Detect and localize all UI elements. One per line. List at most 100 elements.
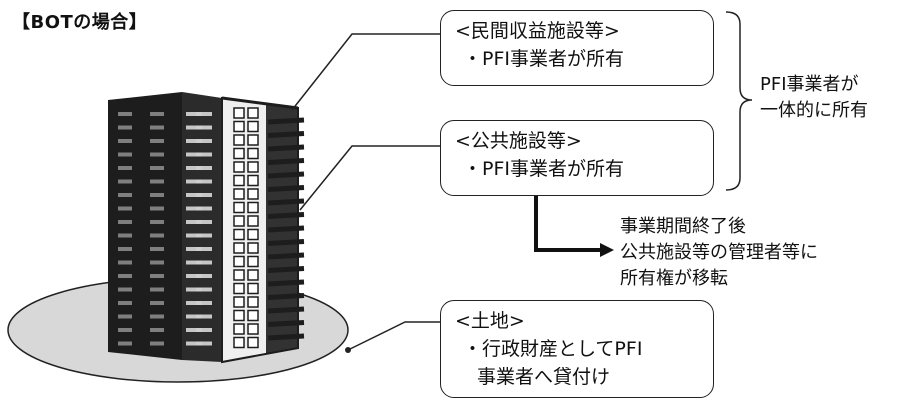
window	[247, 228, 259, 241]
window	[233, 228, 245, 241]
connector-public	[299, 145, 440, 211]
window	[233, 147, 245, 160]
left-window	[118, 274, 132, 278]
left-window	[150, 341, 164, 346]
left-window	[196, 287, 212, 292]
window	[233, 215, 245, 227]
window	[233, 188, 245, 200]
left-window	[150, 247, 164, 251]
left-window	[186, 139, 202, 143]
left-window	[186, 341, 202, 346]
transfer-arrow-head	[600, 243, 614, 257]
left-window	[150, 152, 164, 157]
left-window	[186, 125, 202, 130]
left-window	[196, 328, 212, 332]
window	[247, 296, 259, 308]
left-window	[150, 328, 164, 332]
left-window	[118, 179, 132, 184]
window	[233, 255, 245, 268]
window	[233, 282, 245, 295]
balcony	[267, 239, 305, 246]
right-tower-windows	[233, 107, 259, 349]
left-window	[150, 179, 164, 184]
left-window	[150, 166, 164, 170]
left-window	[118, 341, 132, 346]
left-window	[118, 260, 132, 265]
left-window	[118, 314, 132, 319]
window	[247, 188, 259, 200]
left-window	[118, 152, 132, 157]
left-window	[196, 166, 212, 170]
left-window	[150, 274, 164, 278]
land-lease-line2: 事業者へ貸付け	[477, 366, 611, 388]
left-window	[118, 139, 132, 143]
left-window	[118, 220, 132, 224]
connector-land	[347, 321, 440, 351]
window	[233, 201, 245, 214]
window	[247, 309, 259, 322]
balcony	[267, 212, 305, 219]
window	[247, 120, 259, 133]
left-window	[186, 233, 202, 238]
window	[247, 282, 259, 295]
balcony	[267, 144, 305, 152]
left-window	[150, 220, 164, 224]
balcony	[267, 117, 305, 125]
left-window	[118, 233, 132, 238]
left-window	[150, 139, 164, 143]
balcony	[267, 293, 305, 300]
ownership-note-line1: PFI事業者が	[760, 74, 859, 95]
left-window	[186, 193, 202, 197]
balcony	[267, 131, 305, 138]
left-window	[118, 206, 132, 211]
left-window	[196, 247, 212, 251]
balcony	[267, 225, 305, 233]
left-window	[118, 247, 132, 251]
left-window	[196, 112, 212, 116]
transfer-note: 事業期間終了後 公共施設等の管理者等に 所有権が移転	[620, 214, 818, 292]
window	[247, 107, 259, 119]
window	[233, 296, 245, 308]
left-window	[186, 274, 202, 278]
window	[233, 242, 245, 254]
left-window	[196, 233, 212, 238]
window	[233, 269, 245, 281]
connector-private	[291, 33, 440, 111]
window	[247, 242, 259, 254]
private-facilities-box: <民間収益施設等> ・PFI事業者が所有	[440, 10, 714, 86]
left-window	[196, 274, 212, 278]
left-window	[118, 287, 132, 292]
window	[247, 269, 259, 281]
left-window	[150, 314, 164, 319]
left-window	[186, 328, 202, 332]
left-window	[118, 166, 132, 170]
left-window	[118, 328, 132, 332]
transfer-note-line2: 公共施設等の管理者等に	[620, 242, 818, 263]
window	[247, 323, 259, 335]
left-window	[196, 220, 212, 224]
left-window	[186, 220, 202, 224]
public-facilities-heading: <公共施設等>	[455, 130, 582, 152]
tower-left-face	[108, 92, 182, 360]
left-window	[186, 260, 202, 265]
left-window	[150, 125, 164, 130]
left-window	[196, 193, 212, 197]
balcony	[267, 158, 305, 165]
balcony	[267, 279, 305, 287]
left-window	[150, 193, 164, 197]
transfer-note-line1: 事業期間終了後	[620, 216, 746, 237]
window	[233, 309, 245, 322]
left-window	[196, 125, 212, 130]
transfer-note-line3: 所有権が移転	[620, 268, 728, 289]
public-facilities-box: <公共施設等> ・PFI事業者が所有	[440, 120, 714, 196]
left-window	[150, 301, 164, 305]
ownership-note-line2: 一体的に所有	[760, 100, 868, 121]
left-window	[186, 314, 202, 319]
window	[247, 215, 259, 227]
balcony	[267, 333, 305, 341]
building-illustration	[108, 92, 299, 364]
transfer-arrow-line	[534, 192, 600, 252]
private-facilities-owner: ・PFI事業者が所有	[463, 48, 624, 70]
balcony	[267, 320, 305, 327]
